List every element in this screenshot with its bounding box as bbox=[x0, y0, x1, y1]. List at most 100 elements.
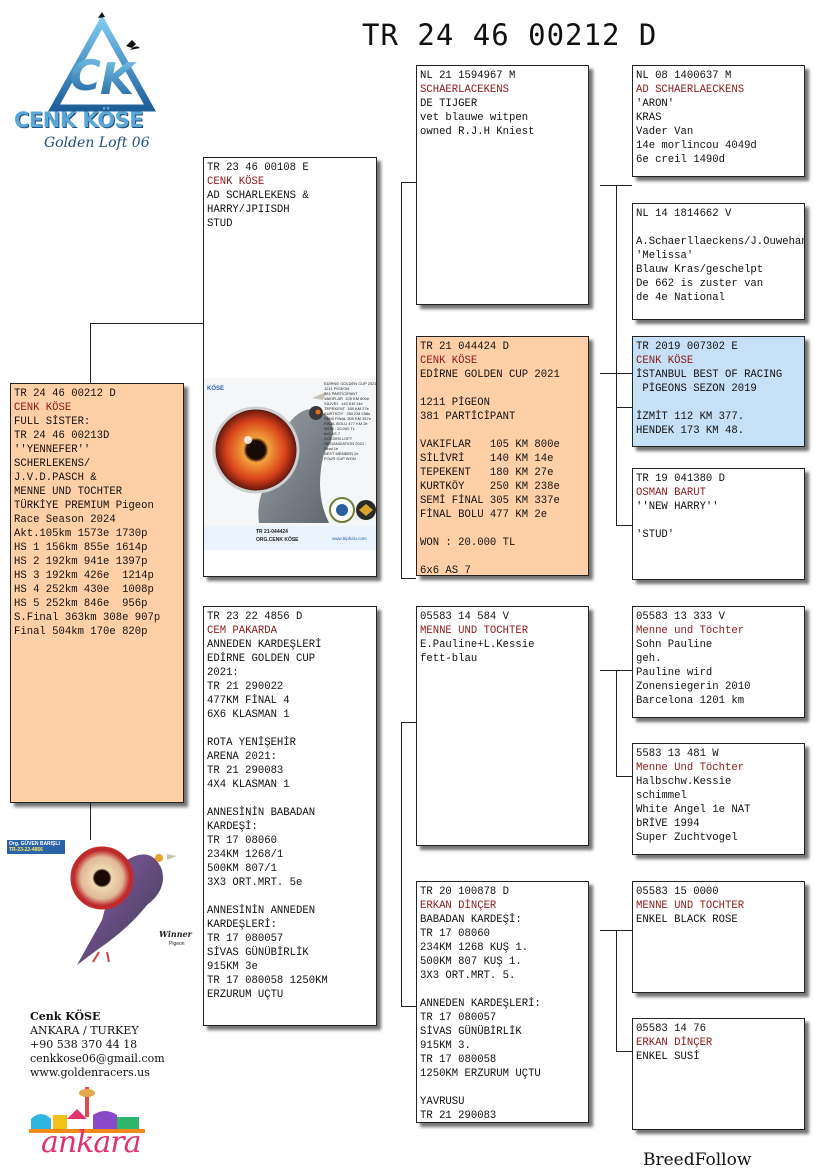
contact-block: Cenk KÖSE ANKARA / TURKEY +90 538 370 44… bbox=[30, 1010, 165, 1080]
contact-web[interactable]: www.goldenracers.us bbox=[30, 1066, 150, 1079]
owner-name: ERKAN DİNÇER bbox=[420, 900, 497, 912]
contact-name: Cenk KÖSE bbox=[30, 1010, 101, 1023]
card-line bbox=[420, 382, 585, 396]
card-line: Final 504km 170e 820p bbox=[14, 626, 148, 638]
connector bbox=[616, 407, 632, 408]
connector bbox=[600, 670, 632, 671]
card-line: de 4e National bbox=[636, 292, 726, 304]
card-line: HARRY/JPIISDH bbox=[207, 204, 290, 216]
card-line: 915KM 3e bbox=[207, 961, 258, 973]
sire-dam-sire-card: TR 2019 007302 E CENK KÖSE İSTANBUL BEST O… bbox=[632, 336, 805, 447]
card-line: KARDEŞİ: bbox=[207, 821, 258, 833]
card-line bbox=[636, 514, 801, 528]
svg-text:K: K bbox=[100, 54, 137, 105]
logo-sub-text: Golden Loft 06 bbox=[44, 135, 150, 151]
connector bbox=[90, 323, 91, 383]
ad-line: WON : 20.000 TL bbox=[324, 426, 356, 431]
cenk-kose-logo: C K CENK KÖSE Golden Loft 06 bbox=[10, 8, 210, 163]
card-line bbox=[420, 983, 585, 997]
card-line: SİVAS GÜNÜBİRLİK bbox=[207, 947, 309, 959]
ring-number: TR 24 46 00212 D bbox=[14, 388, 116, 400]
card-line bbox=[420, 522, 585, 536]
card-line: İSTANBUL BEST OF RACING bbox=[636, 369, 783, 381]
card-line: EDİRNE GOLDEN CUP bbox=[207, 653, 316, 665]
card-line: ENKEL SUSİ bbox=[636, 1051, 700, 1063]
ring-number: TR 2019 007302 E bbox=[636, 341, 738, 353]
ad-line: TEPEKENT 180 KM 27e bbox=[324, 406, 369, 411]
card-line: DE TIJGER bbox=[420, 98, 478, 110]
card-line: BABADAN KARDEŞİ: bbox=[420, 914, 522, 926]
connector bbox=[401, 182, 402, 578]
dam-ad-org: Org. GÜVEN BARIŞLI bbox=[9, 841, 60, 847]
connector bbox=[616, 525, 632, 526]
ad-line: KURTKÖY 250 KM 238e bbox=[324, 411, 371, 416]
ring-number: 05583 13 333 V bbox=[636, 611, 726, 623]
card-line: A.Schaerllaeckens/J.Ouwehand bbox=[636, 236, 805, 248]
owner-name: CEM PAKARDA bbox=[207, 625, 277, 637]
card-line: ENKEL BLACK ROSE bbox=[636, 914, 738, 926]
ad-line: 6x6 AS 7 bbox=[324, 431, 341, 436]
card-line: TR 17 08060 bbox=[420, 928, 490, 940]
sire-sire-dam-card: NL 14 1814662 V A.Schaerllaeckens/J.Ouweh… bbox=[632, 203, 805, 320]
ad-line: 1211 PİGEON bbox=[324, 386, 350, 391]
card-line: ANNEDEN KARDEŞLERİ bbox=[207, 639, 322, 651]
card-line: 234KM 1268 KUŞ 1. bbox=[420, 942, 529, 954]
card-line: 477KM FİNAL 4 bbox=[207, 695, 290, 707]
ad-line: GOLDEN LOFT bbox=[324, 436, 353, 441]
card-line: TR 17 080058 1250KM bbox=[207, 975, 328, 987]
ring-number: NL 08 1400637 M bbox=[636, 70, 732, 82]
card-line: ROTA YENİŞEHİR bbox=[207, 737, 297, 749]
card-line: ERZURUM UÇTU bbox=[207, 989, 284, 1001]
card-line: Halbschw.Kessie bbox=[636, 776, 732, 788]
card-line: 500KM 807/1 bbox=[207, 863, 277, 875]
dam-ad-ring: TR-23-22-4856 bbox=[9, 847, 43, 853]
card-line: İZMİT 112 KM 377. bbox=[636, 411, 745, 423]
ring-number: NL 21 1594967 M bbox=[420, 70, 516, 82]
card-line: HS 3 192km 426e 1214p bbox=[14, 570, 154, 582]
owner-name: SCHAERLACEKENS bbox=[420, 84, 510, 96]
card-line: HENDEK 173 KM 48. bbox=[636, 425, 745, 437]
card-line: 234KM 1268/1 bbox=[207, 849, 284, 861]
owner-name: Menne Und Töchter bbox=[636, 762, 745, 774]
ad-line: Final 1e bbox=[324, 446, 339, 451]
card-line: E.Pauline+L.Kessie bbox=[420, 639, 535, 651]
card-line: S.Final 363km 308e 907p bbox=[14, 612, 161, 624]
card-line: TÜRKİYE PREMIUM Pigeon bbox=[14, 500, 154, 512]
card-line: VAKIFLAR 105 KM 800e bbox=[420, 439, 560, 451]
card-line: 915KM 3. bbox=[420, 1040, 471, 1052]
owner-name: ERKAN DİNÇER bbox=[636, 1037, 713, 1049]
card-line: Zonensiegerin 2010 bbox=[636, 681, 751, 693]
card-line: 6X6 KLASMAN 1 bbox=[207, 709, 290, 721]
svg-text:C: C bbox=[70, 51, 101, 100]
ad-line: SEMİ FİNAL 305 KM 337e bbox=[324, 416, 371, 421]
ad-line: FOUR CUP WON bbox=[324, 456, 356, 461]
card-line: Vader Van bbox=[636, 126, 694, 138]
connector bbox=[90, 323, 204, 324]
card-line: 6x6 AS 7 bbox=[420, 565, 471, 576]
owner-name: CENK KÖSE bbox=[636, 355, 694, 367]
connector bbox=[616, 776, 632, 777]
card-line: bRİVE 1994 bbox=[636, 818, 700, 830]
connector bbox=[401, 182, 416, 183]
connector bbox=[401, 722, 416, 723]
sire-ad-badge: KÖSE bbox=[207, 386, 225, 392]
connector bbox=[401, 578, 416, 579]
card-line: HS 4 252km 430e 1008p bbox=[14, 584, 154, 596]
ad-line: 381 PARTİCİPANT bbox=[324, 391, 358, 396]
card-line: 1211 PİGEON bbox=[420, 397, 490, 409]
card-line: 'Melissa' bbox=[636, 250, 694, 262]
card-line: HS 1 156km 855e 1614p bbox=[14, 542, 148, 554]
ring-number: 5583 13 481 W bbox=[636, 748, 719, 760]
contact-email[interactable]: cenkkose06@gmail.com bbox=[30, 1052, 165, 1065]
connector bbox=[616, 930, 617, 1051]
ring-number: TR 20 100878 D bbox=[420, 886, 510, 898]
dam-pigeon-photo: Org. GÜVEN BARIŞLI TR-23-22-4856 Winner … bbox=[7, 840, 195, 966]
ring-number: NL 14 1814662 V bbox=[636, 208, 732, 220]
ring-number: 05583 14 76 bbox=[636, 1023, 706, 1035]
ring-number: TR 23 46 00108 E bbox=[207, 162, 309, 174]
sire-ad-site: www.5ipkolu.com bbox=[332, 536, 367, 541]
